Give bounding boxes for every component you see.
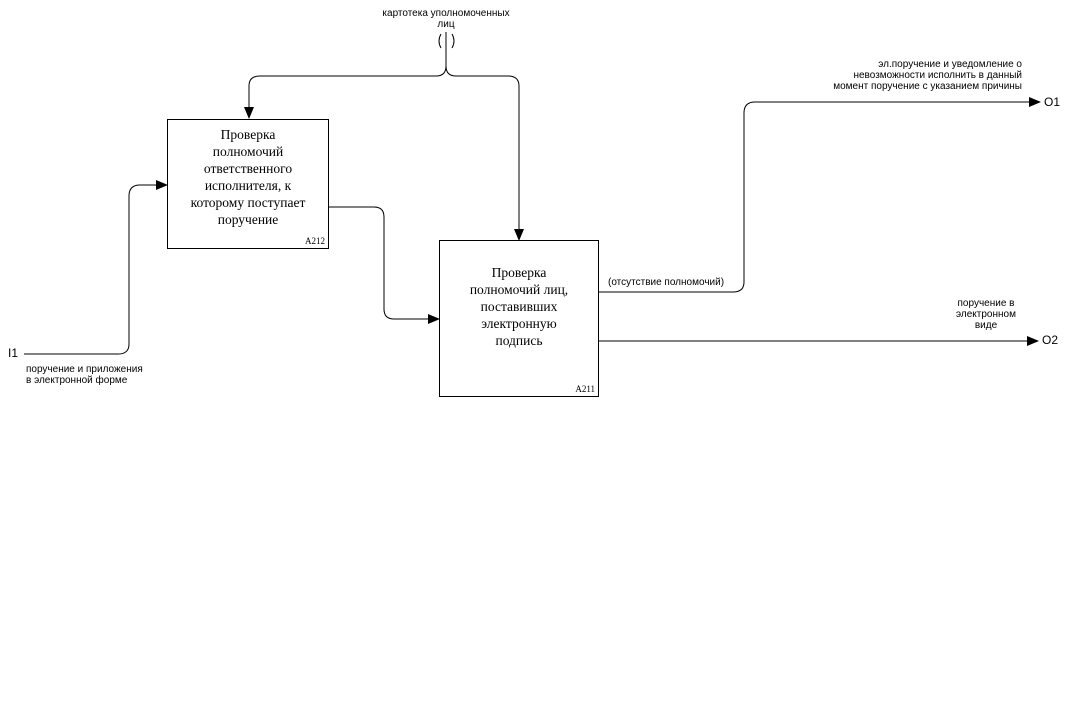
label-output-o2: поручение в электронном виде xyxy=(946,298,1026,331)
activity-a212-title-line: полномочий xyxy=(212,144,284,159)
label-input-i1-line: поручение и приложения xyxy=(26,364,143,375)
label-output-o2-line: поручение в xyxy=(957,298,1015,309)
label-output-o2-line: виде xyxy=(974,320,998,331)
activity-a211-title-line: электронную xyxy=(481,316,557,331)
activity-a211-title: Проверка полномочий лиц, поставивших эле… xyxy=(440,264,598,349)
port-o2: O2 xyxy=(1042,333,1059,347)
label-mechanism-line: лиц xyxy=(437,19,455,30)
label-input-i1-line: в электронной форме xyxy=(26,375,128,386)
activity-a212-title-line: поручение xyxy=(217,212,279,227)
activity-a211-title-line: поставивших xyxy=(480,299,558,314)
label-output-o1: эл.поручение и уведомление о невозможнос… xyxy=(780,59,1022,92)
activity-a212-title: Проверка полномочий ответственного испол… xyxy=(168,126,328,228)
label-input-i1: поручение и приложения в электронной фор… xyxy=(26,364,143,386)
activity-a212-title-line: которому поступает xyxy=(190,195,306,210)
activity-box-a211[interactable]: Проверка полномочий лиц, поставивших эле… xyxy=(439,240,599,397)
tunnel-bracket-right xyxy=(451,33,455,49)
activity-a212-title-line: ответственного xyxy=(203,161,293,176)
label-mechanism: картотека уполномоченных лиц xyxy=(366,8,526,30)
activity-a212-number: A212 xyxy=(305,236,325,246)
arrow-output-o1[interactable] xyxy=(599,97,1041,293)
label-output-o1-line: момент поручение с указанием причины xyxy=(833,81,1022,92)
label-mechanism-line: картотека уполномоченных xyxy=(382,8,510,19)
label-output-o1-line: невозможности исполнить в данный xyxy=(853,70,1022,81)
port-o1: O1 xyxy=(1044,95,1061,109)
activity-a211-number: A211 xyxy=(575,384,595,394)
arrow-mechanism-to-a211[interactable] xyxy=(445,65,524,241)
label-absence-of-authority: (отсутствие полномочий) xyxy=(608,277,724,288)
port-i1: I1 xyxy=(8,346,19,360)
tunnel-bracket-left xyxy=(438,33,442,49)
arrow-a212-to-a211[interactable] xyxy=(329,206,440,324)
activity-a212-title-line: Проверка xyxy=(220,127,276,142)
label-absence-line: (отсутствие полномочий) xyxy=(608,277,725,288)
activity-a212-title-line: исполнителя, к xyxy=(204,178,292,193)
activity-box-a212[interactable]: Проверка полномочий ответственного испол… xyxy=(167,119,329,249)
arrow-input-i1[interactable] xyxy=(24,180,168,355)
arrow-mechanism-to-a212[interactable] xyxy=(244,32,447,119)
activity-a211-title-line: подпись xyxy=(495,333,543,348)
label-output-o2-line: электронном xyxy=(956,309,1016,320)
activity-a211-title-line: полномочий лиц, xyxy=(469,282,569,297)
label-output-o1-line: эл.поручение и уведомление о xyxy=(878,59,1022,70)
activity-a211-title-line: Проверка xyxy=(491,265,547,280)
